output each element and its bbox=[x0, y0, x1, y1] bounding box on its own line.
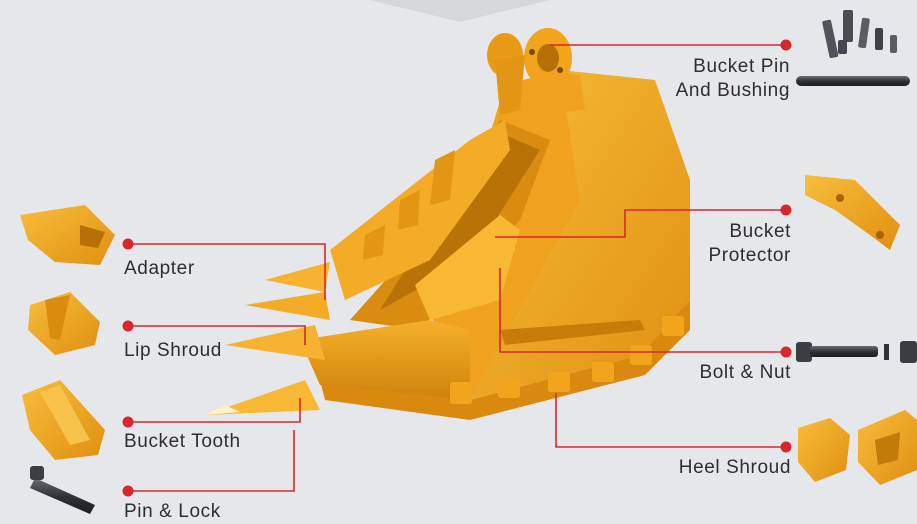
top-chevron-shape bbox=[370, 0, 550, 22]
dot-adapter bbox=[123, 239, 134, 250]
dot-heel-shroud bbox=[781, 442, 792, 453]
dot-bucket-protector bbox=[781, 205, 792, 216]
label-bolt-nut: Bolt & Nut bbox=[660, 361, 791, 385]
label-bucket-protector: Bucket Protector bbox=[650, 220, 791, 268]
dot-bolt-nut bbox=[781, 347, 792, 358]
label-bucket-pin-bushing: Bucket Pin And Bushing bbox=[640, 55, 790, 103]
label-pin-lock: Pin & Lock bbox=[124, 500, 221, 524]
heel-shroud-image bbox=[798, 410, 917, 485]
pin-lock-image bbox=[30, 466, 95, 514]
adapter-image bbox=[20, 205, 115, 265]
label-lip-shroud: Lip Shroud bbox=[124, 339, 222, 363]
label-bucket-tooth: Bucket Tooth bbox=[124, 430, 241, 454]
bucket-protector-image bbox=[805, 175, 900, 250]
dot-pin-lock bbox=[123, 486, 134, 497]
lip-shroud-image bbox=[28, 292, 100, 355]
label-bucket-pin-line2: And Bushing bbox=[640, 79, 790, 103]
bucket-pin-bushing-image bbox=[796, 10, 910, 86]
label-heel-shroud: Heel Shroud bbox=[640, 456, 791, 480]
dot-bucket-tooth bbox=[123, 417, 134, 428]
excavator-bucket-image bbox=[205, 28, 690, 420]
label-bucket-protector-line1: Bucket bbox=[650, 220, 791, 244]
label-adapter: Adapter bbox=[124, 257, 195, 281]
dot-lip-shroud bbox=[123, 321, 134, 332]
dot-bucket-pin bbox=[781, 40, 792, 51]
label-bucket-pin-line1: Bucket Pin bbox=[640, 55, 790, 79]
bolt-nut-image bbox=[796, 341, 917, 363]
leader-heel-shroud bbox=[556, 393, 786, 447]
bucket-tooth-image bbox=[22, 380, 105, 460]
label-bucket-protector-line2: Protector bbox=[650, 244, 791, 268]
